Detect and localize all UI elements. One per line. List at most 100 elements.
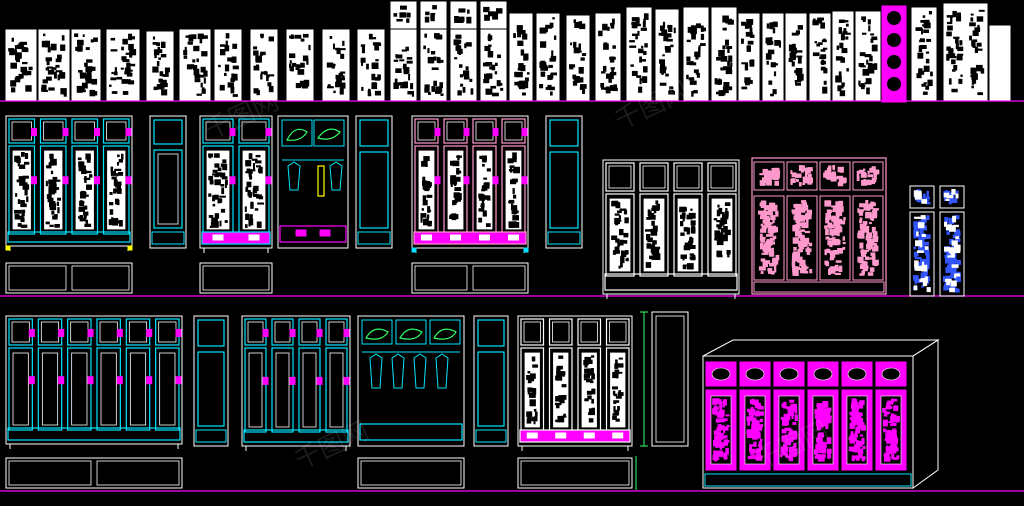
carving-mark xyxy=(797,248,802,253)
carving-mark xyxy=(826,175,832,180)
carving-mark xyxy=(113,71,118,76)
carving-mark xyxy=(120,67,124,70)
carving-mark xyxy=(232,94,238,97)
carving-mark xyxy=(766,211,773,216)
carving-mark xyxy=(614,325,620,331)
carving-mark xyxy=(119,220,123,227)
carving-mark xyxy=(557,415,565,423)
carving-mark xyxy=(495,62,498,66)
carving-mark xyxy=(406,57,413,60)
carving-mark xyxy=(590,332,597,338)
carving-mark xyxy=(57,54,62,60)
base-rail xyxy=(413,231,527,245)
carving-mark xyxy=(767,49,775,55)
carving-mark xyxy=(714,78,718,85)
carving-mark xyxy=(25,85,32,92)
carving-mark xyxy=(950,268,954,273)
carving-mark xyxy=(253,186,256,192)
carving-mark xyxy=(620,263,623,268)
carving-mark xyxy=(768,241,775,245)
carving-mark xyxy=(165,71,169,77)
carving-mark xyxy=(815,446,819,449)
carving-mark xyxy=(432,5,437,10)
carving-mark xyxy=(403,81,408,89)
carving-mark xyxy=(245,160,252,167)
carving-mark xyxy=(797,266,801,270)
carving-mark xyxy=(221,176,228,180)
carving-mark xyxy=(865,236,872,241)
carving-mark xyxy=(220,172,226,178)
carving-mark xyxy=(789,52,796,58)
carving-mark xyxy=(519,80,526,84)
carving-mark xyxy=(766,60,769,65)
floral-panel xyxy=(939,185,965,209)
carving-mark xyxy=(601,71,606,74)
carving-mark xyxy=(919,227,924,233)
carving-mark xyxy=(806,217,809,223)
carving-mark xyxy=(839,220,846,225)
carving-mark xyxy=(714,237,718,241)
carving-mark xyxy=(22,61,28,65)
carving-mark xyxy=(591,373,595,380)
carving-mark xyxy=(864,256,869,260)
carving-mark xyxy=(859,219,862,224)
carving-mark xyxy=(947,25,953,31)
carving-mark xyxy=(652,240,657,245)
folded-cloth xyxy=(286,128,308,141)
carving-mark xyxy=(913,285,918,291)
carving-mark xyxy=(558,355,564,359)
carving-mark xyxy=(209,130,214,133)
carving-mark xyxy=(618,357,623,360)
carving-mark xyxy=(834,264,839,270)
carving-mark xyxy=(887,400,894,403)
carving-mark xyxy=(335,82,342,86)
lower-panel xyxy=(129,352,147,426)
carving-mark xyxy=(161,82,168,88)
carving-mark xyxy=(245,224,248,228)
carving-mark xyxy=(950,252,954,256)
carving-mark xyxy=(405,46,409,51)
drawer-pull xyxy=(583,432,595,439)
carving-mark xyxy=(774,63,778,66)
open-wardrobe xyxy=(277,115,349,249)
carving-mark xyxy=(20,41,27,45)
carving-mark xyxy=(716,91,721,95)
carving-mark xyxy=(860,226,867,232)
carving-mark xyxy=(725,179,730,184)
carving-mark xyxy=(618,337,625,341)
carving-mark xyxy=(690,25,697,31)
carving-mark xyxy=(958,78,963,84)
carving-mark xyxy=(870,201,873,205)
carving-mark xyxy=(559,324,563,329)
carving-mark xyxy=(651,220,655,226)
carving-mark xyxy=(860,173,867,178)
cabinet-elevation xyxy=(517,315,633,451)
carving-mark xyxy=(403,67,410,73)
carving-mark xyxy=(609,87,613,91)
carving-mark xyxy=(890,416,894,424)
carving-mark xyxy=(971,73,978,80)
plinth-plan xyxy=(5,262,133,294)
carving-mark xyxy=(829,415,832,419)
carving-mark xyxy=(762,168,768,176)
upper-door xyxy=(605,162,635,192)
carving-mark xyxy=(725,447,729,455)
carving-mark xyxy=(946,53,950,61)
carving-mark xyxy=(695,23,701,29)
carving-mark xyxy=(763,243,769,250)
carving-mark xyxy=(49,153,54,159)
carving-mark xyxy=(749,444,755,447)
carving-mark xyxy=(45,40,50,48)
narrow-cabinet xyxy=(355,115,393,249)
carving-mark xyxy=(208,175,214,181)
carving-mark xyxy=(511,205,518,210)
carving-mark xyxy=(515,222,520,228)
carving-mark xyxy=(423,45,426,50)
floral-panel xyxy=(909,211,935,297)
carving-mark xyxy=(720,56,728,62)
row-1-carved-panels xyxy=(5,1,1011,103)
carving-mark xyxy=(696,72,700,78)
carving-mark xyxy=(915,257,922,260)
carving-mark xyxy=(741,62,748,65)
carving-mark xyxy=(619,239,624,246)
